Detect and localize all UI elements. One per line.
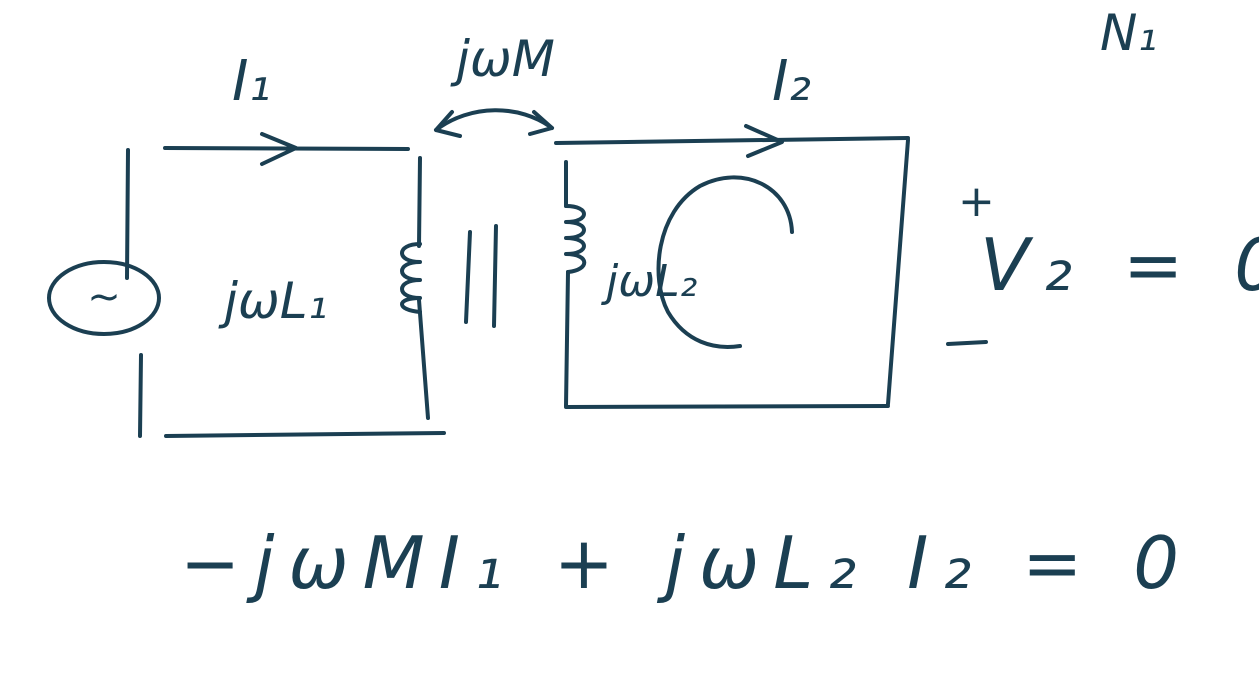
current-2-label: I₂ bbox=[772, 49, 811, 114]
secondary-bottom-wire bbox=[564, 404, 890, 409]
primary-left-lower-wire bbox=[138, 353, 143, 438]
mesh-loop-arrow bbox=[656, 175, 794, 349]
coupling-core bbox=[464, 224, 498, 328]
mutual-arrowhead-left bbox=[434, 110, 462, 138]
primary-right-lower-wire bbox=[417, 298, 430, 420]
secondary-left-lower-wire bbox=[564, 270, 570, 408]
mutual-inductance-label: jωM bbox=[450, 30, 555, 88]
primary-right-upper-wire bbox=[417, 156, 422, 248]
current-1-label: I₁ bbox=[232, 49, 271, 114]
core-line-right bbox=[492, 224, 498, 328]
secondary-circuit bbox=[554, 124, 910, 409]
secondary-inductor-coil bbox=[564, 204, 587, 274]
secondary-inductance-label: jωL₂ bbox=[601, 256, 697, 307]
mutual-coupling-arrow bbox=[434, 108, 554, 138]
v2-minus-sign bbox=[946, 340, 988, 346]
primary-inductor-coil bbox=[400, 242, 422, 314]
primary-circuit: ~ bbox=[47, 132, 446, 438]
ac-source-circle bbox=[47, 260, 161, 336]
current-2-arrowhead bbox=[744, 124, 784, 158]
secondary-top-wire bbox=[554, 136, 910, 145]
primary-top-wire bbox=[163, 146, 410, 151]
loop-equation: −jωMI₁ + jωL₂ I₂ = 0 bbox=[180, 521, 1193, 605]
mutual-curve bbox=[434, 108, 554, 132]
corner-note: N₁ bbox=[1100, 4, 1157, 62]
ac-source-symbol: ~ bbox=[87, 274, 121, 320]
primary-bottom-wire bbox=[164, 431, 446, 438]
v2-plus-sign: + bbox=[958, 176, 995, 227]
secondary-right-wire bbox=[886, 138, 910, 406]
primary-inductance-label: jωL₁ bbox=[218, 272, 328, 330]
v2-equation: V₂ = 0 bbox=[980, 223, 1259, 307]
mutual-arrowhead-right bbox=[528, 110, 554, 136]
core-line-left bbox=[464, 230, 472, 324]
primary-left-upper-wire bbox=[125, 148, 130, 280]
current-1-arrowhead bbox=[260, 132, 298, 166]
